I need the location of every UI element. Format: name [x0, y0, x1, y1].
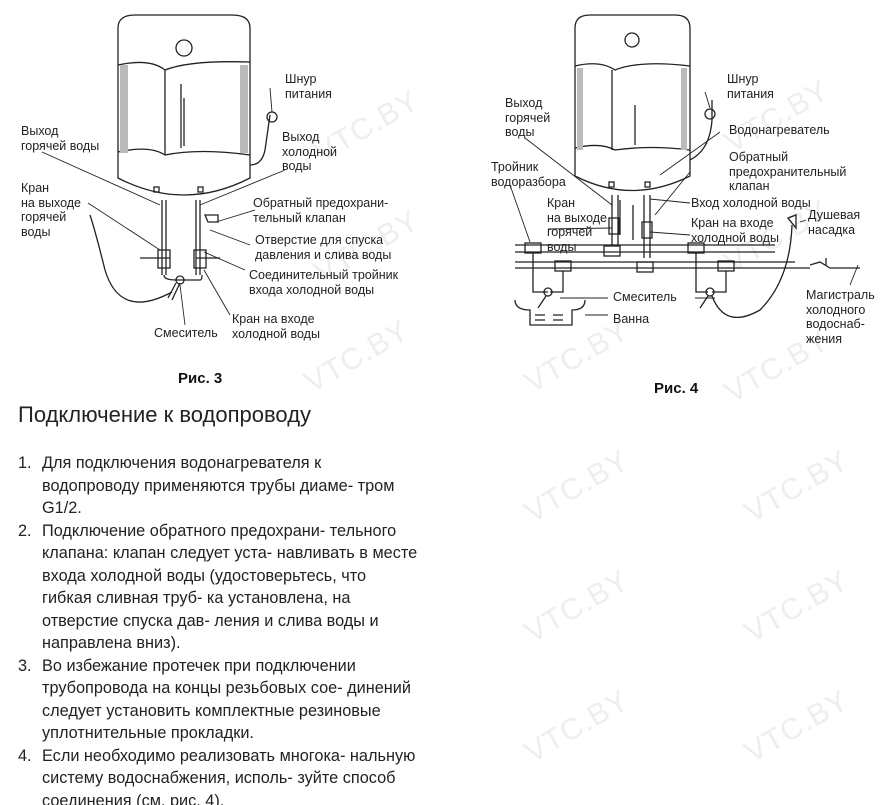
list-item: 2.Подключение обратного предохрани- тель… — [18, 521, 418, 653]
watermark: VTC.BY — [739, 683, 855, 770]
fig4-label-hot-tap: Кран на выходе горячей воды — [547, 196, 607, 254]
list-item: 4.Если необходимо реализовать многока- н… — [18, 746, 416, 805]
fig4-label-heater: Водонагреватель — [729, 123, 830, 137]
fig3-label-power-cord: Шнур питания — [285, 72, 332, 101]
list-item: 1.Для подключения водонагревателя к водо… — [18, 454, 395, 517]
fig3-caption: Рис. 3 — [178, 370, 223, 387]
fig4-label-cold-tap: Кран на входе холодной воды — [691, 216, 779, 245]
fig3-label-hot-out: Выход горячей воды — [21, 124, 100, 153]
fig4-heater-illustration — [514, 14, 860, 326]
fig3-heater-illustration — [89, 14, 278, 303]
fig3-label-cold-out: Выход холодной воды — [282, 130, 338, 173]
diagrams — [41, 14, 860, 326]
fig3-label-drain-hole: Отверстие для спуска давления и слива во… — [255, 233, 392, 262]
watermark: VTC.BY — [519, 443, 635, 530]
watermark: VTC.BY — [739, 443, 855, 530]
fig4-label-bath: Ванна — [613, 312, 650, 326]
watermark: VTC.BY — [519, 683, 635, 770]
fig4-label-cold-in: Вход холодной воды — [691, 196, 811, 210]
fig3-label-hot-tap: Кран на выходе горячей воды — [21, 181, 81, 239]
fig4-label-check-valve: Обратный предохранительный клапан — [729, 150, 847, 193]
fig3-label-check-valve: Обратный предохрани- тельный клапан — [253, 196, 389, 225]
watermark: VTC.BY — [739, 563, 855, 650]
fig3-label-cold-tap: Кран на входе холодной воды — [232, 312, 320, 341]
fig4-label-main: Магистраль холодного водоснаб- жения — [806, 288, 875, 346]
fig4-label-mixer: Смеситель — [613, 290, 677, 304]
section-title: Подключение к водопроводу — [18, 402, 312, 427]
list-item: 3.Во избежание протечек при подключении … — [18, 656, 411, 743]
fig3-leader-lines — [41, 87, 286, 326]
watermark: VTC.BY — [519, 563, 635, 650]
fig4-caption: Рис. 4 — [654, 380, 699, 397]
fig3-label-mixer: Смеситель — [154, 326, 218, 340]
fig4-label-hot-out: Выход горячей воды — [505, 96, 551, 139]
instructions-list: 1.Для подключения водонагревателя к водо… — [18, 452, 418, 805]
fig4-label-tee: Тройник водоразбора — [491, 160, 566, 189]
fig4-leader-lines — [509, 91, 859, 316]
fig4-label-shower: Душевая насадка — [808, 208, 861, 237]
fig3-label-tee: Соединительный тройник входа холодной во… — [249, 268, 399, 297]
fig4-label-power-cord: Шнур питания — [727, 72, 774, 101]
